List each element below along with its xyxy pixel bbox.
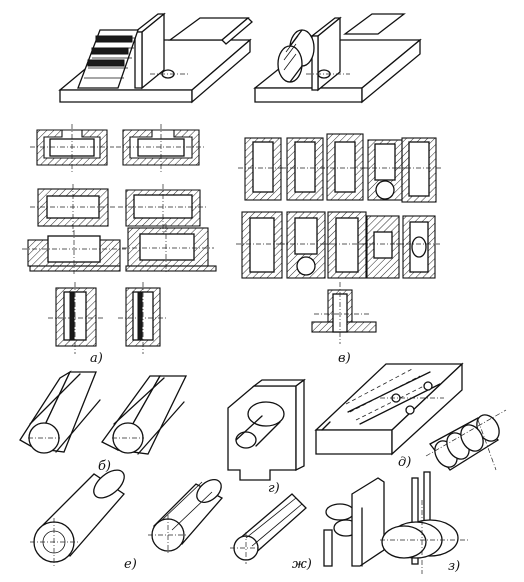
label-d: д): [398, 455, 411, 470]
label-b: б): [98, 459, 111, 474]
label-z: з): [448, 559, 460, 574]
label-e: е): [124, 557, 137, 572]
roller-chain-guide-d: [314, 362, 464, 456]
label-a: а): [90, 351, 103, 366]
collar-rollers-z: [380, 409, 507, 574]
label-g: г): [268, 481, 280, 496]
label-v: в): [338, 351, 351, 366]
section-group-v: [236, 133, 442, 344]
needle-rollers-zh: [230, 477, 385, 567]
label-zh: ж): [292, 557, 312, 572]
cylinder-rollers-e: [30, 469, 224, 566]
roller-guide-iso-left: [58, 12, 253, 104]
roller-guide-iso-right: [253, 13, 422, 104]
roller-on-v-guide-b: [19, 370, 188, 455]
section-group-a: [22, 124, 217, 354]
roller-in-channel-g: [227, 378, 306, 481]
